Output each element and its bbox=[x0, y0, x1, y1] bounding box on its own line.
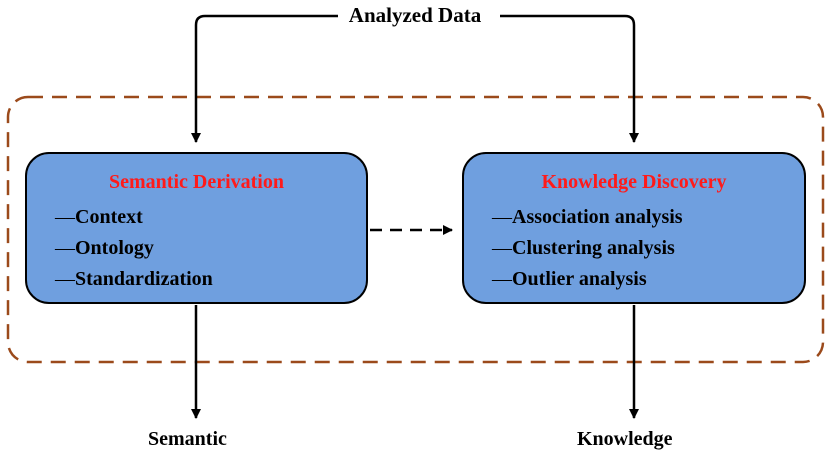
knowledge-discovery-title: Knowledge Discovery bbox=[541, 171, 727, 193]
list-item: Ontology bbox=[55, 233, 213, 264]
knowledge-discovery-items: Association analysis Clustering analysis… bbox=[492, 202, 683, 295]
semantic-derivation-items: Context Ontology Standardization bbox=[55, 202, 213, 295]
input-connector-right bbox=[500, 14, 639, 143]
list-item: Standardization bbox=[55, 264, 213, 295]
input-connector-left bbox=[191, 14, 338, 143]
input-label-container: Analyzed Data bbox=[0, 3, 830, 28]
semantic-derivation-title: Semantic Derivation bbox=[109, 171, 284, 193]
knowledge-discovery-box: Knowledge Discovery Association analysis… bbox=[462, 152, 806, 304]
dashed-group-boundary bbox=[6, 95, 825, 364]
input-label: Analyzed Data bbox=[340, 3, 490, 27]
list-item: Context bbox=[55, 202, 213, 233]
list-item: Outlier analysis bbox=[492, 264, 683, 295]
list-item: Association analysis bbox=[492, 202, 683, 233]
list-item: Clustering analysis bbox=[492, 233, 683, 264]
output-label-semantic: Semantic bbox=[148, 428, 227, 450]
output-label-knowledge: Knowledge bbox=[577, 428, 673, 450]
semantic-derivation-box: Semantic Derivation Context Ontology Sta… bbox=[25, 152, 368, 304]
